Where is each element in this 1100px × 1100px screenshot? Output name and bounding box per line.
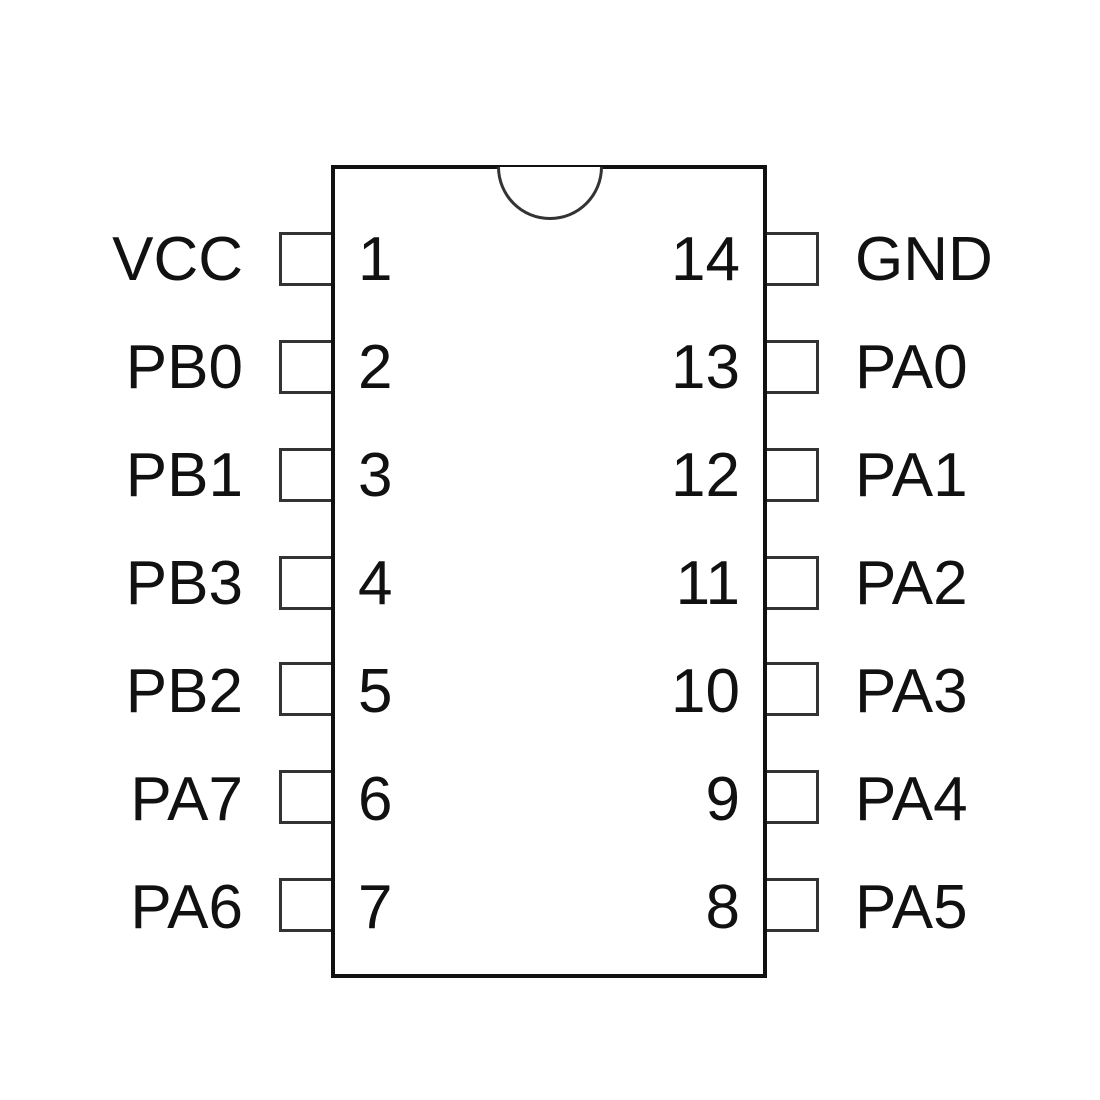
pin-name-14: GND bbox=[855, 225, 993, 294]
pin-pad-10 bbox=[767, 662, 819, 716]
pin-name-12: PA1 bbox=[855, 441, 968, 510]
pin-pad-7 bbox=[279, 878, 331, 932]
pin-name-6: PA7 bbox=[130, 765, 243, 834]
pin-name-11: PA2 bbox=[855, 549, 968, 618]
pin-pad-1 bbox=[279, 232, 331, 286]
pin-number-6: 6 bbox=[358, 765, 393, 834]
pin-pad-14 bbox=[767, 232, 819, 286]
pin-name-5: PB2 bbox=[125, 657, 243, 726]
pin-name-4: PB3 bbox=[125, 549, 243, 618]
pin-pad-12 bbox=[767, 448, 819, 502]
pin-pad-4 bbox=[279, 556, 331, 610]
ic-body bbox=[331, 165, 767, 978]
pin-name-2: PB0 bbox=[125, 333, 243, 402]
pin-pad-3 bbox=[279, 448, 331, 502]
pin-number-10: 10 bbox=[671, 657, 740, 726]
pin-number-11: 11 bbox=[675, 549, 740, 618]
pin-name-3: PB1 bbox=[125, 441, 243, 510]
pin-number-4: 4 bbox=[358, 549, 393, 618]
pin-number-1: 1 bbox=[358, 225, 393, 294]
pin-pad-9 bbox=[767, 770, 819, 824]
pin-number-9: 9 bbox=[705, 765, 740, 834]
pin-number-12: 12 bbox=[671, 441, 740, 510]
pin-name-9: PA4 bbox=[855, 765, 968, 834]
pin-pad-13 bbox=[767, 340, 819, 394]
pin-number-3: 3 bbox=[358, 441, 393, 510]
pin-pad-8 bbox=[767, 878, 819, 932]
pin-number-7: 7 bbox=[358, 873, 393, 942]
pin-pad-2 bbox=[279, 340, 331, 394]
pin-name-7: PA6 bbox=[130, 873, 243, 942]
pin-pad-6 bbox=[279, 770, 331, 824]
pin-pad-11 bbox=[767, 556, 819, 610]
pin-name-1: VCC bbox=[112, 225, 243, 294]
pin-number-13: 13 bbox=[671, 333, 740, 402]
pin-number-8: 8 bbox=[705, 873, 740, 942]
pin-name-13: PA0 bbox=[855, 333, 968, 402]
pin-number-14: 14 bbox=[671, 225, 740, 294]
pin-name-10: PA3 bbox=[855, 657, 968, 726]
pin-number-2: 2 bbox=[358, 333, 393, 402]
pin-name-8: PA5 bbox=[855, 873, 968, 942]
pin-pad-5 bbox=[279, 662, 331, 716]
pin-number-5: 5 bbox=[358, 657, 393, 726]
